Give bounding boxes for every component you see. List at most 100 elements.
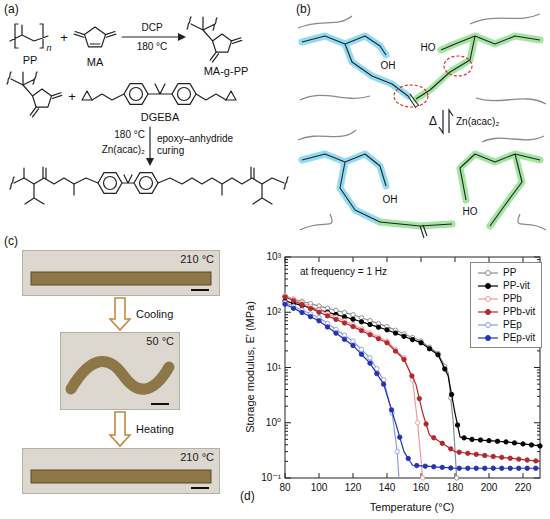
sample-strip [31, 470, 211, 483]
data-marker [500, 466, 504, 470]
axis-ticks [285, 367, 291, 368]
structure-lines [140, 177, 153, 190]
axis-tick-label: 180 [447, 482, 464, 494]
chain-highlight [302, 154, 386, 222]
axis-ticks [353, 257, 354, 262]
figure-label: OH [383, 194, 398, 206]
polymer-network [300, 95, 370, 100]
axis-ticks [285, 461, 288, 462]
figure-label: n [46, 43, 51, 53]
axis-ticks [285, 265, 288, 266]
data-marker [291, 306, 295, 310]
figure-label: (c) [4, 235, 18, 249]
data-marker [440, 441, 444, 445]
sample-strip [31, 272, 211, 285]
structure-lines [178, 88, 191, 101]
axis-ticks [285, 324, 288, 325]
axis-tick-label: 120 [345, 482, 362, 494]
legend-sample [477, 307, 499, 317]
data-marker [385, 328, 389, 332]
axis-ticks [534, 367, 540, 368]
axis-ticks [285, 435, 288, 436]
axis-ticks [285, 396, 288, 397]
data-marker [483, 466, 487, 470]
structure-lines [7, 17, 288, 204]
axis-ticks [285, 406, 288, 407]
structure-lines [82, 91, 92, 100]
axis-tick-label: 160 [413, 482, 430, 494]
data-marker [317, 310, 321, 314]
structure-lines [196, 94, 226, 100]
legend-sample [477, 268, 499, 278]
exchange-site-circles [394, 85, 428, 107]
data-marker [406, 456, 410, 460]
axis-ticks [353, 473, 354, 478]
chain-bonds [302, 154, 386, 222]
axis-tick-label: 80 [279, 482, 290, 494]
legend-sample [486, 309, 491, 314]
data-curves [283, 293, 542, 480]
figure-label: MA-g-PP [204, 65, 249, 78]
figure-label: 180 °C [137, 41, 168, 53]
data-marker [443, 367, 447, 371]
legend-entry: PPb [477, 292, 535, 305]
axis-ticks [285, 320, 288, 321]
structure-lines [33, 89, 52, 107]
axis-ticks [285, 273, 288, 274]
structure-lines [74, 32, 116, 45]
figure-label: Temperature (°C) [370, 501, 454, 514]
data-marker [351, 313, 355, 317]
data-marker [334, 331, 338, 335]
chart-legend: PPPP-vitPPbPPb-vitPEpPEp-vit [470, 262, 542, 348]
axis-ticks [537, 384, 540, 385]
polymer-network [298, 14, 546, 230]
axis-ticks [285, 422, 291, 423]
axis-ticks [387, 257, 388, 262]
figure-label: (d) [240, 490, 255, 504]
data-marker [491, 466, 495, 470]
polymer-network [482, 136, 544, 142]
chain-highlight [416, 36, 540, 99]
data-marker [376, 337, 380, 341]
legend-text: PPb [503, 293, 522, 304]
axis-ticks [285, 451, 288, 452]
polymer-network [298, 16, 352, 28]
axis-ticks [537, 451, 540, 452]
data-marker [283, 295, 287, 299]
polymer-network [298, 130, 356, 140]
structure-lines [10, 24, 48, 48]
data-marker [525, 458, 529, 462]
axis-ticks [285, 257, 291, 258]
axis-ticks [285, 341, 288, 342]
process-arrow [110, 298, 130, 330]
data-marker [455, 476, 459, 480]
chain-bonds [416, 36, 540, 99]
data-marker [283, 295, 287, 299]
legend-entry: PEp [477, 318, 535, 331]
temperature-label: 210 °C [180, 253, 214, 265]
structure-lines [104, 177, 117, 190]
data-marker [283, 302, 287, 306]
figure-label: HO [463, 206, 478, 218]
data-marker [457, 466, 461, 470]
data-marker [398, 435, 402, 439]
axis-ticks [455, 257, 456, 262]
legend-entry: PPb-vit [477, 305, 535, 318]
data-marker [368, 322, 372, 326]
data-marker [375, 371, 379, 375]
data-marker [389, 408, 393, 412]
data-marker [455, 423, 459, 427]
exchange-site-circles [444, 56, 472, 76]
polymer-network [300, 214, 332, 230]
legend-sample [486, 283, 491, 288]
data-marker [376, 325, 380, 329]
data-marker [385, 341, 389, 345]
data-marker [359, 352, 363, 356]
data-marker [466, 466, 470, 470]
scale-bar [151, 403, 169, 405]
data-marker [381, 382, 385, 386]
data-marker [351, 324, 355, 328]
data-marker [421, 476, 425, 480]
axis-ticks [537, 396, 540, 397]
